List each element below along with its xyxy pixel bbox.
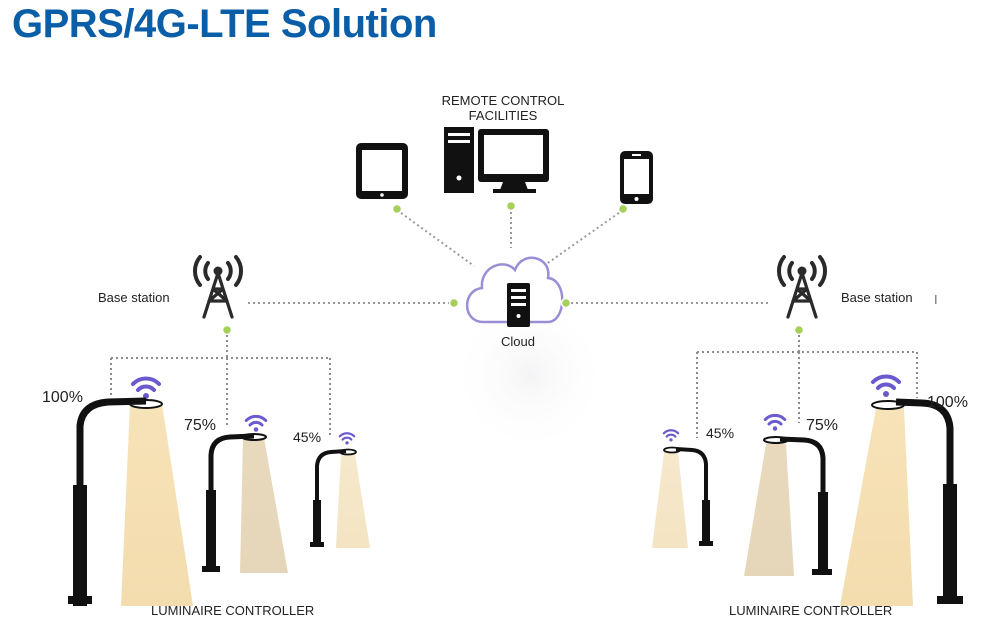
connector-dot bbox=[793, 324, 805, 336]
level-label: 100% bbox=[927, 394, 968, 411]
street-light-small-left bbox=[310, 432, 370, 548]
cloud-label: Cloud bbox=[501, 334, 535, 349]
connector-dot bbox=[560, 297, 572, 309]
cell-tower-icon bbox=[192, 255, 244, 319]
level-label: 75% bbox=[184, 417, 216, 434]
cell-tower-icon bbox=[776, 255, 828, 319]
base-station-label-left: Base station bbox=[98, 290, 170, 305]
level-label: 100% bbox=[42, 389, 83, 406]
smartphone-icon bbox=[620, 151, 653, 204]
remote-label-line1: REMOTE CONTROL bbox=[442, 93, 565, 108]
tree-lines-left bbox=[110, 335, 331, 437]
connector-dot bbox=[391, 203, 403, 215]
street-light-medium-right bbox=[744, 413, 832, 576]
cloud-glow bbox=[450, 295, 610, 455]
controller-label-left: LUMINAIRE CONTROLLER bbox=[151, 603, 314, 618]
tablet-icon bbox=[356, 143, 408, 199]
street-light-small-right bbox=[652, 429, 713, 548]
remote-label-line2: FACILITIES bbox=[469, 108, 538, 123]
link-phone-cloud bbox=[544, 209, 624, 266]
controller-label-right: LUMINAIRE CONTROLLER bbox=[729, 603, 892, 618]
street-light-large-left bbox=[68, 376, 193, 606]
cloud-server-icon bbox=[466, 256, 564, 327]
tree-lines-right bbox=[696, 335, 918, 438]
level-label: 75% bbox=[806, 417, 838, 434]
base-station-label-right: Base station bbox=[841, 290, 913, 305]
street-light-large-right bbox=[840, 374, 963, 606]
street-light-medium-left bbox=[202, 414, 288, 573]
link-tablet-cloud bbox=[396, 209, 475, 267]
page-title: GPRS/4G-LTE Solution bbox=[12, 2, 437, 46]
desktop-computer-icon bbox=[444, 127, 549, 193]
connector-dot bbox=[505, 200, 517, 212]
connector-dot bbox=[448, 297, 460, 309]
connector-dot bbox=[617, 203, 629, 215]
connector-dot bbox=[221, 324, 233, 336]
level-label: 45% bbox=[293, 429, 321, 445]
level-label: 45% bbox=[706, 425, 734, 441]
divider bbox=[935, 295, 937, 304]
